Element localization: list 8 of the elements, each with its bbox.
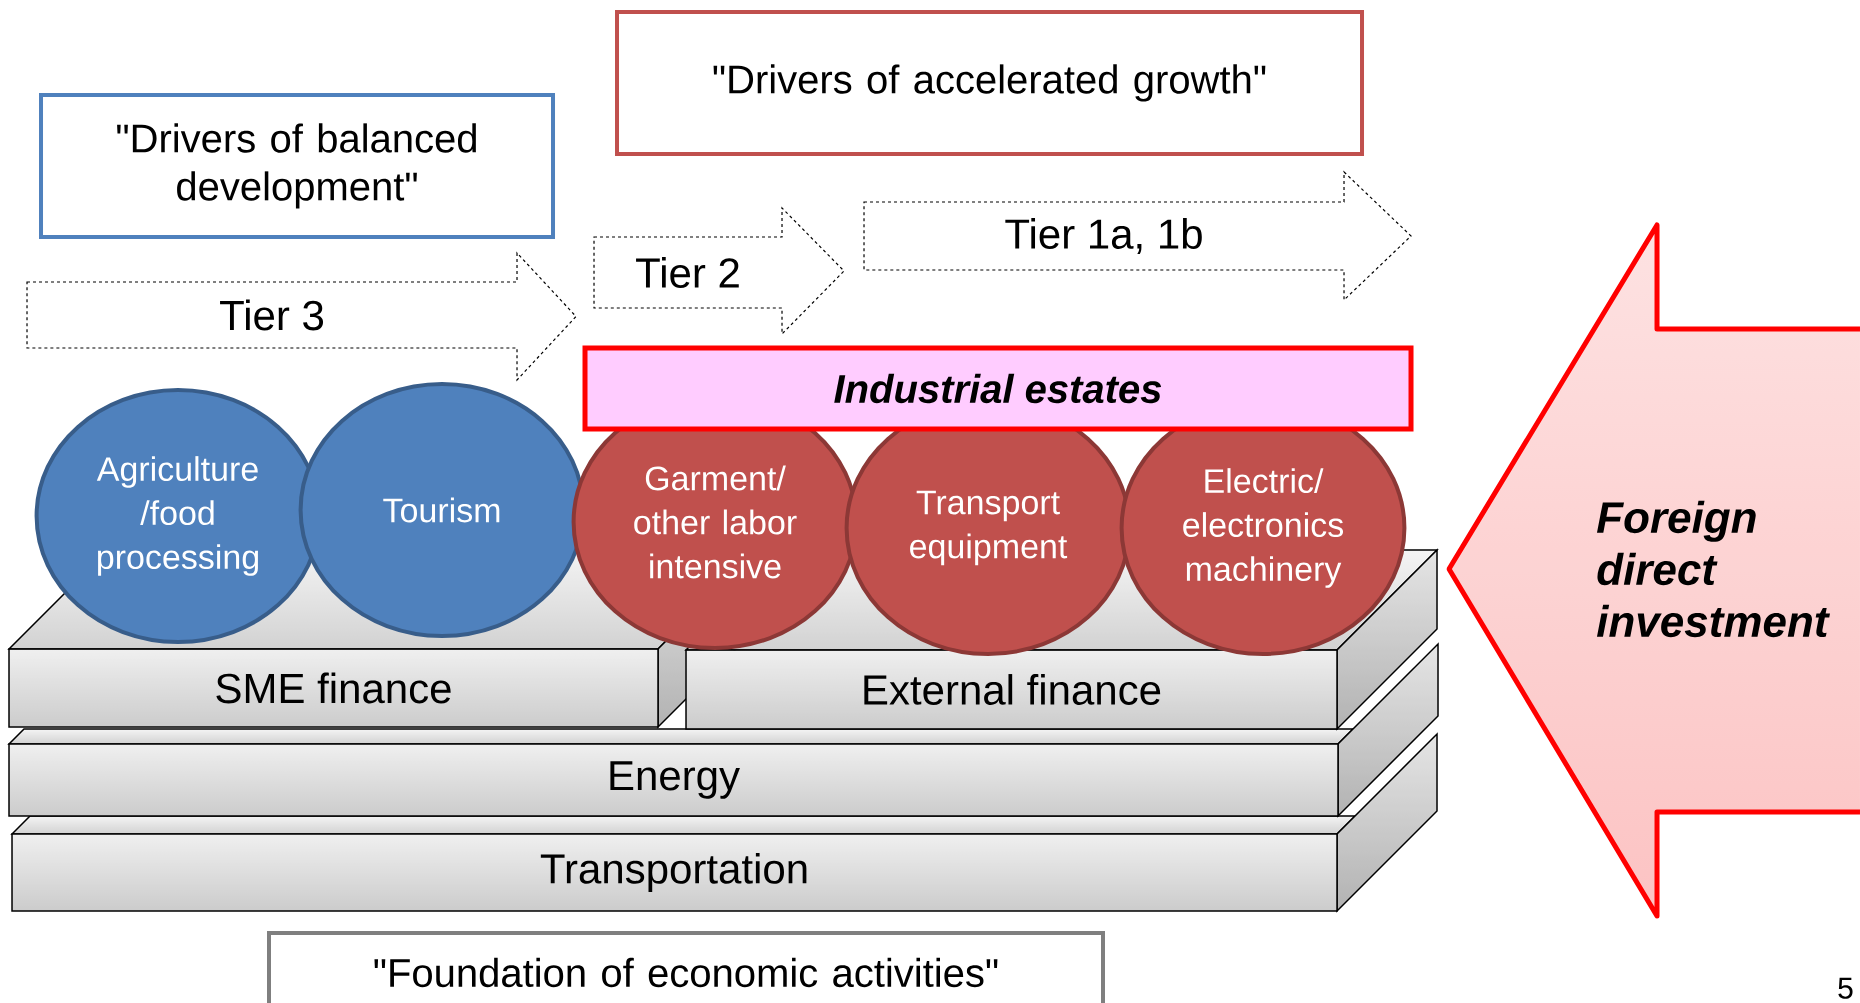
quote-box: "Foundation of economic activities" (267, 931, 1105, 1003)
quote-box: "Drivers of accelerated growth" (615, 10, 1364, 156)
tier-band: Tier 1a, 1b (863, 170, 1412, 302)
tier-band: Tier 2 (593, 206, 845, 336)
quote-box: "Drivers of balanced development" (39, 93, 555, 239)
page-number: 5 (1838, 977, 1853, 999)
tier-band: Tier 3 (26, 251, 577, 382)
estate-bar: Industrial estates (582, 345, 1414, 432)
